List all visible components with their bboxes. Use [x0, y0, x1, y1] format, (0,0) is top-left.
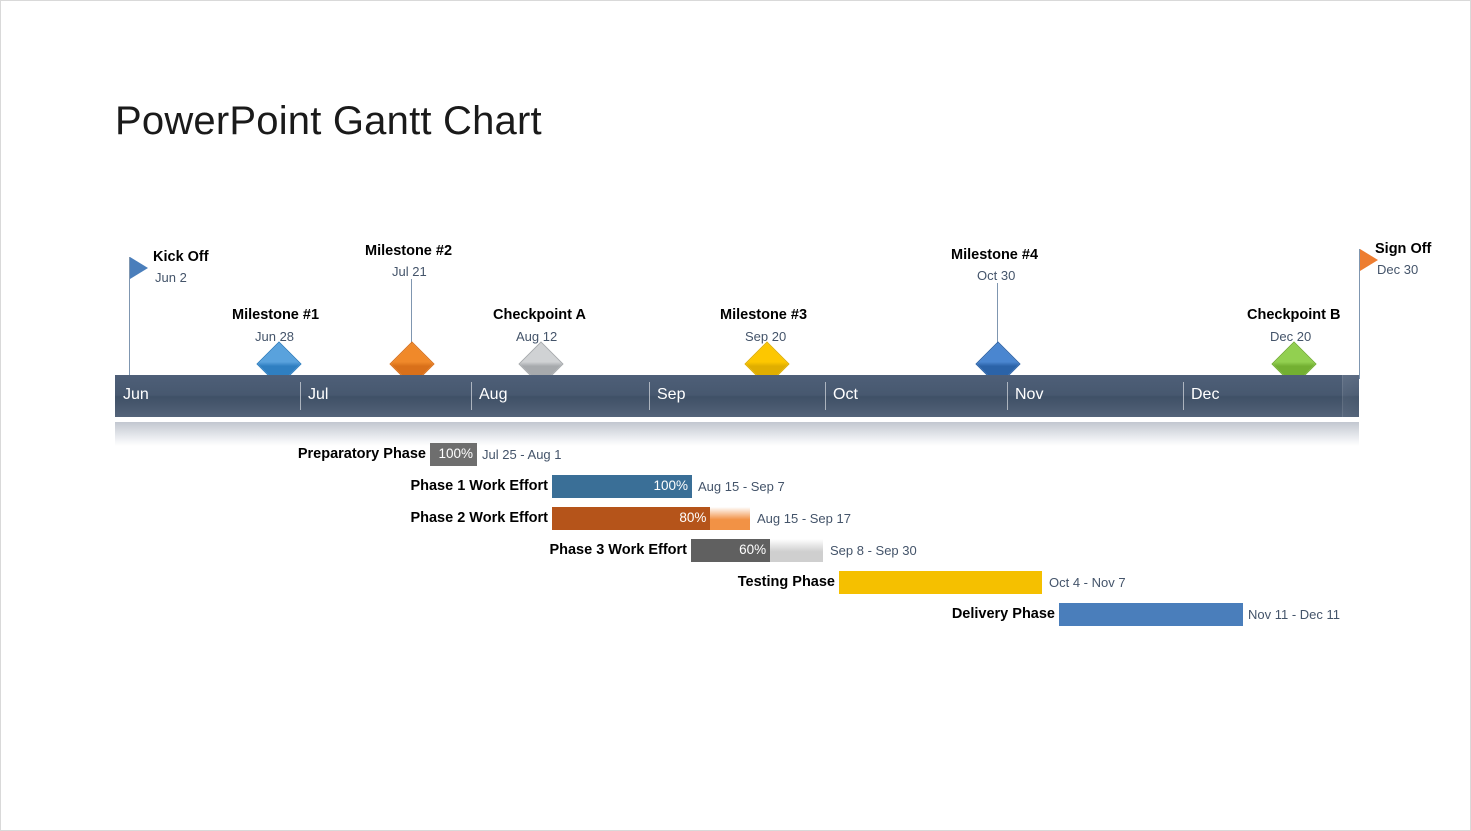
marker-connector-line [997, 283, 998, 351]
task-date-range: Sep 8 - Sep 30 [830, 543, 917, 558]
task-label: Testing Phase [737, 574, 835, 590]
marker-label: Milestone #1 [232, 307, 320, 323]
task-label: Phase 1 Work Effort [410, 478, 548, 494]
marker-label: Milestone #3 [720, 307, 808, 323]
month-label: Oct [833, 386, 858, 403]
month-divider [471, 382, 472, 410]
task-bar-fill [839, 571, 1042, 594]
task-date-range: Aug 15 - Sep 17 [757, 511, 851, 526]
marker-label: Checkpoint A [493, 307, 586, 323]
month-label: Nov [1015, 386, 1044, 403]
milestone-flag-icon [1360, 249, 1378, 271]
task-row-phase-1-work-effort[interactable]: Phase 1 Work Effort 100% Aug 15 - Sep 7 [1, 475, 1471, 499]
timeline-month-bar: Jun Jul Aug Sep Oct Nov Dec [115, 375, 1359, 417]
task-label: Phase 2 Work Effort [410, 510, 548, 526]
marker-connector-line [129, 257, 130, 379]
marker-date: Dec 30 [1377, 262, 1419, 277]
month-label: Jun [123, 386, 149, 403]
timeline-month-jun: Jun [115, 375, 300, 417]
marker-label: Milestone #2 [365, 243, 453, 259]
task-progress-bar[interactable]: 60% [691, 539, 823, 562]
month-divider [825, 382, 826, 410]
marker-date: Oct 30 [977, 268, 1016, 283]
month-divider [300, 382, 301, 410]
task-label: Phase 3 Work Effort [549, 542, 687, 558]
marker-label: Sign Off [1375, 241, 1432, 257]
marker-date: Dec 20 [1270, 329, 1312, 344]
task-row-phase-3-work-effort[interactable]: Phase 3 Work Effort 60% Sep 8 - Sep 30 [1, 539, 1471, 563]
month-label: Jul [308, 386, 329, 403]
task-bar-fill [1059, 603, 1243, 626]
task-row-testing-phase[interactable]: Testing Phase Oct 4 - Nov 7 [1, 571, 1471, 595]
timeline-month-oct: Oct [825, 375, 1007, 417]
timeline-month-jul: Jul [300, 375, 471, 417]
month-divider [649, 382, 650, 410]
marker-date: Jun 2 [155, 270, 187, 285]
milestone-flag-icon [130, 257, 148, 279]
timeline-month-dec: Dec [1183, 375, 1359, 417]
month-label: Dec [1191, 386, 1220, 403]
timeline-month-aug: Aug [471, 375, 649, 417]
task-date-range: Oct 4 - Nov 7 [1049, 575, 1126, 590]
task-row-preparatory-phase[interactable]: Preparatory Phase 100% Jul 25 - Aug 1 [1, 443, 1471, 467]
timeline-shadow-strip [115, 422, 1359, 446]
task-percent-label: 60% [739, 542, 767, 557]
marker-connector-line [411, 279, 412, 351]
marker-label: Checkpoint B [1247, 307, 1341, 323]
marker-date: Jul 21 [392, 264, 427, 279]
task-bar-remainder [770, 539, 823, 562]
page-title: PowerPoint Gantt Chart [115, 99, 542, 143]
task-progress-bar[interactable] [839, 571, 1042, 594]
marker-label: Kick Off [153, 249, 209, 265]
task-date-range: Aug 15 - Sep 7 [698, 479, 785, 494]
task-percent-label: 100% [438, 446, 473, 461]
task-percent-label: 80% [679, 510, 707, 525]
timeline-month-nov: Nov [1007, 375, 1183, 417]
task-bar-fill [430, 443, 477, 466]
task-bar-fill [552, 507, 711, 530]
task-progress-bar[interactable] [1059, 603, 1243, 626]
task-progress-bar[interactable]: 100% [552, 475, 692, 498]
task-row-delivery-phase[interactable]: Delivery Phase Nov 11 - Dec 11 [1, 603, 1471, 627]
marker-date: Sep 20 [745, 329, 787, 344]
month-divider [1007, 382, 1008, 410]
task-bar-fill [691, 539, 771, 562]
month-divider [1183, 382, 1184, 410]
month-label: Aug [479, 386, 508, 403]
task-progress-bar[interactable]: 80% [552, 507, 750, 530]
task-label: Preparatory Phase [297, 446, 426, 462]
task-bar-fill [552, 475, 692, 498]
marker-label: Milestone #4 [951, 247, 1039, 263]
month-label: Sep [657, 386, 686, 403]
task-date-range: Jul 25 - Aug 1 [482, 447, 562, 462]
task-row-phase-2-work-effort[interactable]: Phase 2 Work Effort 80% Aug 15 - Sep 17 [1, 507, 1471, 531]
marker-connector-line [1359, 249, 1360, 379]
task-date-range: Nov 11 - Dec 11 [1248, 607, 1341, 622]
timeline-month-sep: Sep [649, 375, 825, 417]
marker-date: Aug 12 [516, 329, 558, 344]
task-percent-label: 100% [653, 478, 688, 493]
marker-date: Jun 28 [255, 329, 295, 344]
task-label: Delivery Phase [951, 606, 1055, 622]
task-bar-remainder [710, 507, 750, 530]
task-progress-bar[interactable]: 100% [430, 443, 477, 466]
